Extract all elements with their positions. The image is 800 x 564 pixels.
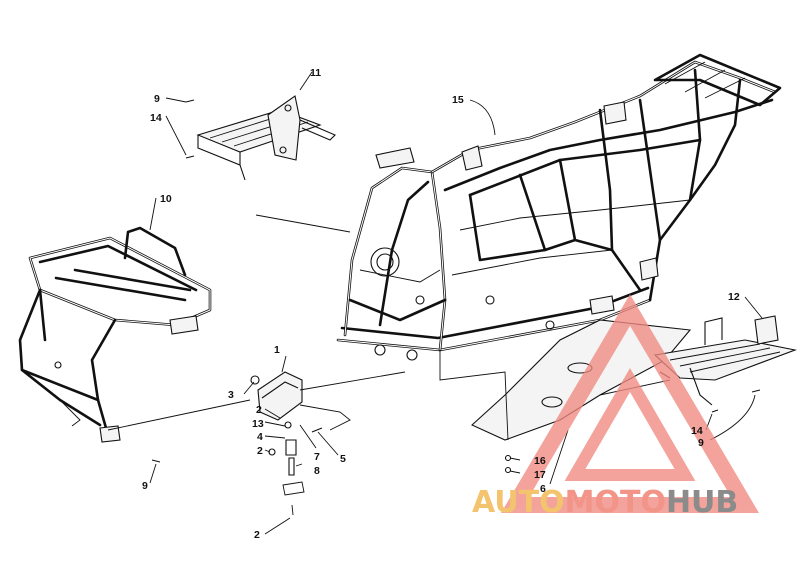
rear-bracket	[196, 95, 336, 181]
callout-2a: 2	[256, 404, 262, 416]
watermark-auto: AUTO	[472, 485, 565, 520]
callout-11: 11	[310, 67, 321, 79]
watermark-hub: HUB	[666, 485, 738, 520]
callout-9c: 9	[142, 480, 148, 492]
callout-8: 8	[314, 465, 320, 477]
fasteners	[151, 99, 761, 474]
taillight-assembly	[250, 371, 351, 516]
main-frame	[336, 53, 782, 361]
watermark-moto: MOTO	[565, 485, 666, 520]
callout-6: 6	[540, 483, 546, 495]
callout-14a: 14	[150, 112, 162, 124]
front-rack	[18, 226, 212, 443]
callout-9b: 9	[698, 437, 704, 449]
callout-13: 13	[252, 418, 264, 430]
callout-14b: 14	[691, 425, 703, 437]
callout-labels: 1 3 2 13 4 2 7 5 8 2 9 14 11 10 15 12 14…	[142, 67, 740, 541]
watermark-text: AUTOMOTOHUB	[472, 485, 738, 520]
watermark-logo	[500, 294, 760, 513]
callout-10: 10	[160, 193, 172, 205]
callout-7: 7	[314, 451, 320, 463]
callout-17: 17	[534, 469, 546, 481]
callout-5: 5	[340, 453, 346, 465]
svg-text:AUTOMOTOHUB: AUTOMOTOHUB	[472, 485, 738, 520]
callout-1: 1	[274, 344, 280, 356]
callout-15: 15	[452, 94, 464, 106]
callout-2b: 2	[257, 445, 263, 457]
callout-4: 4	[257, 431, 263, 443]
callout-16: 16	[534, 455, 546, 467]
callout-9a: 9	[154, 93, 160, 105]
callout-2c: 2	[254, 529, 260, 541]
callout-12: 12	[728, 291, 740, 303]
leader-lines	[107, 71, 763, 535]
callout-3: 3	[228, 389, 234, 401]
footrest	[653, 315, 797, 406]
